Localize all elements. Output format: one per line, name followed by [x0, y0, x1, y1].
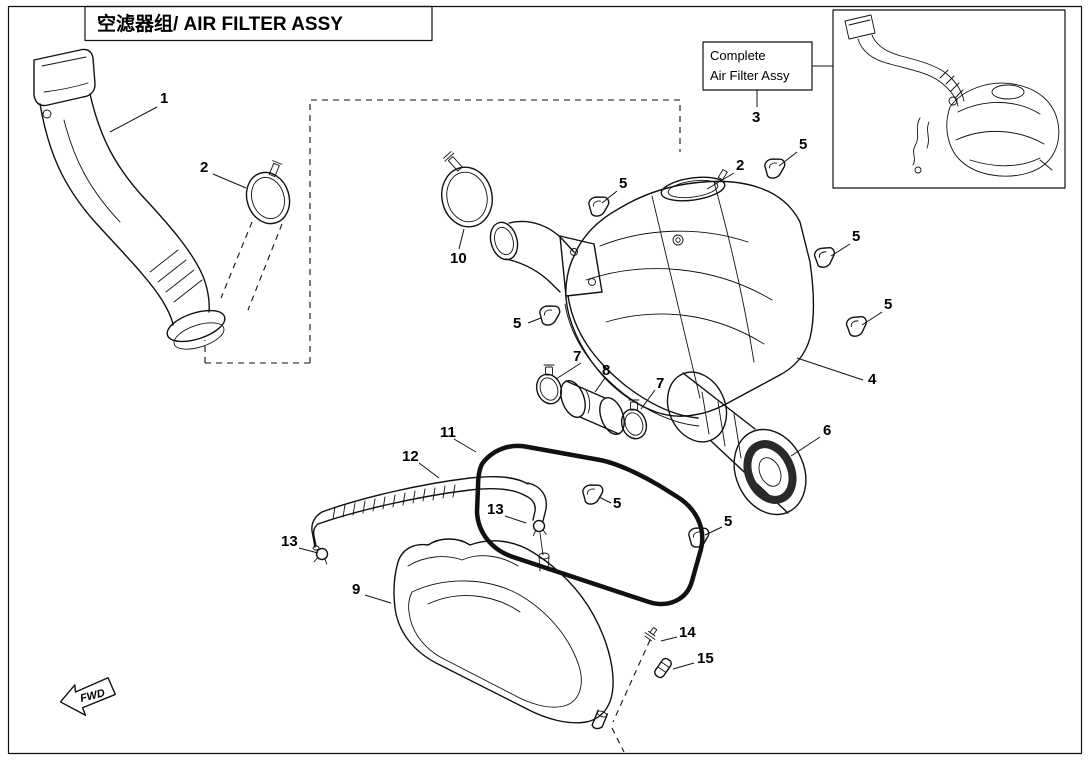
- callout-7: 7: [573, 348, 581, 365]
- leader-lines: [109, 106, 883, 670]
- part-2-clamp-left: [245, 160, 291, 225]
- title-box: 空滤器组/ AIR FILTER ASSY: [84, 5, 433, 42]
- inset-box: [832, 9, 1066, 189]
- callout-5: 5: [619, 175, 627, 192]
- part-2-clamp-top: [660, 169, 728, 202]
- part-5-clamp: [537, 302, 564, 328]
- callout-15: 15: [697, 650, 714, 667]
- callout-11: 11: [440, 424, 456, 441]
- part-4-housing: [564, 180, 815, 427]
- fwd-label: FWD: [79, 687, 106, 705]
- part-14-screw: [644, 627, 658, 642]
- complete-assy-label-line1: Complete: [710, 48, 766, 63]
- part-5-clamp: [844, 312, 871, 339]
- callout-10: 10: [450, 250, 467, 267]
- page-border: [7, 5, 1083, 755]
- part-7-hose-clamp: [528, 361, 567, 408]
- complete-assy-label-box: Complete Air Filter Assy: [702, 41, 833, 107]
- part-5-clamp: [762, 155, 789, 181]
- callout-5: 5: [724, 513, 732, 530]
- callout-14: 14: [679, 624, 696, 641]
- part-7-hose-clamp: [613, 396, 652, 443]
- part-8-hose: [560, 380, 625, 435]
- part-9-lower-cover: [393, 538, 614, 730]
- callout-4: 4: [868, 371, 877, 388]
- complete-assy-label-line2: Air Filter Assy: [710, 68, 790, 83]
- part-10-clamp-ring: [441, 151, 493, 228]
- callout-5: 5: [613, 495, 621, 512]
- housing-intake-tube: [489, 220, 603, 297]
- part-5-clamp: [580, 481, 607, 507]
- callout-5: 5: [884, 296, 892, 313]
- callout-8: 8: [602, 362, 610, 379]
- part-5-clamp: [812, 243, 839, 270]
- callout-9: 9: [352, 581, 360, 598]
- callout-5: 5: [852, 228, 860, 245]
- callout-1: 1: [160, 90, 168, 107]
- callout-3: 3: [752, 109, 760, 126]
- assembly-guide-lines: [204, 99, 681, 753]
- callout-5: 5: [513, 315, 521, 332]
- part-15-drain-tube: [654, 657, 672, 679]
- part-11-gasket: [474, 443, 705, 607]
- callout-13: 13: [281, 533, 298, 550]
- fwd-arrow: FWD: [59, 677, 117, 716]
- callout-2: 2: [736, 157, 744, 174]
- part-6-filter-element: [666, 371, 807, 516]
- callout-13: 13: [487, 501, 504, 518]
- callouts: 1 2 2 3 4 5 5 5 5 5 5 5 6 7 7 8 9 10 11 …: [160, 90, 892, 667]
- callout-6: 6: [823, 422, 831, 439]
- inset-assembly-drawing: [844, 14, 1060, 177]
- callout-12: 12: [402, 448, 419, 465]
- callout-2: 2: [200, 159, 208, 176]
- callout-7: 7: [656, 375, 664, 392]
- part-12-breather-hose: [311, 475, 550, 572]
- part-1-intake-duct: [33, 48, 226, 350]
- part-13-clip: [531, 519, 547, 537]
- callout-5: 5: [799, 136, 807, 153]
- page-title: 空滤器组/ AIR FILTER ASSY: [97, 12, 343, 35]
